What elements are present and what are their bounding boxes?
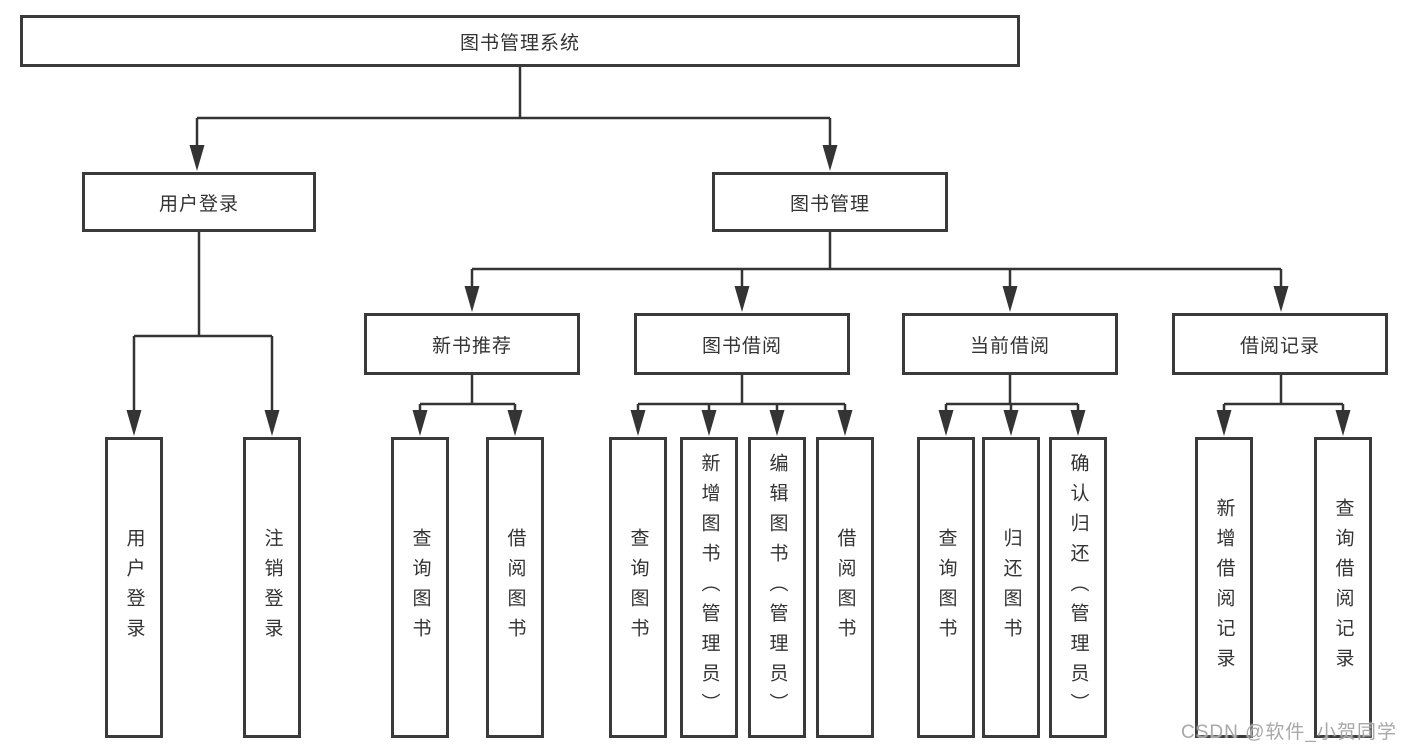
leaf-return-books-label: 归还图书 [1000,527,1022,648]
node-borrow-records: 借阅记录 [1172,313,1388,375]
leaf-query-books-recommend: 查询图书 [391,437,449,738]
leaf-borrow-books: 借阅图书 [816,437,874,738]
leaf-edit-books-admin-label: 编辑图书（管理员） [766,452,788,723]
node-root-label: 图书管理系统 [459,32,580,54]
node-current-borrow-label: 当前借阅 [969,335,1050,357]
node-book-borrow-label: 图书借阅 [701,335,782,357]
leaf-edit-books-admin: 编辑图书（管理员） [748,437,806,738]
leaf-query-books-current-label: 查询图书 [935,527,957,648]
leaf-borrow-books-recommend: 借阅图书 [486,437,544,738]
leaf-query-borrow-record-label: 查询借阅记录 [1332,497,1354,678]
leaf-add-borrow-record-label: 新增借阅记录 [1213,497,1235,678]
leaf-borrow-books-label: 借阅图书 [834,527,856,648]
leaf-confirm-return-admin: 确认归还（管理员） [1049,437,1107,738]
leaf-confirm-return-admin-label: 确认归还（管理员） [1067,452,1089,723]
leaf-query-books-recommend-label: 查询图书 [409,527,431,648]
node-current-borrow: 当前借阅 [902,313,1118,375]
leaf-logout-label: 注销登录 [261,527,283,648]
leaf-add-books-admin: 新增图书（管理员） [680,437,738,738]
node-book-borrow: 图书借阅 [634,313,850,375]
leaf-return-books: 归还图书 [982,437,1040,738]
node-user-login: 用户登录 [82,172,316,232]
leaf-borrow-books-recommend-label: 借阅图书 [504,527,526,648]
node-new-book-recommend-label: 新书推荐 [431,335,512,357]
leaf-add-books-admin-label: 新增图书（管理员） [698,452,720,723]
leaf-user-login: 用户登录 [105,437,163,738]
leaf-query-borrow-record: 查询借阅记录 [1314,437,1372,738]
leaf-query-books-borrow: 查询图书 [609,437,667,738]
node-new-book-recommend: 新书推荐 [364,313,580,375]
node-root: 图书管理系统 [20,15,1020,67]
leaf-user-login-label: 用户登录 [123,527,145,648]
node-book-management-label: 图书管理 [789,193,870,215]
node-book-management: 图书管理 [712,172,948,232]
leaf-add-borrow-record: 新增借阅记录 [1195,437,1253,738]
leaf-query-books-current: 查询图书 [917,437,975,738]
leaf-query-books-borrow-label: 查询图书 [627,527,649,648]
node-borrow-records-label: 借阅记录 [1239,335,1320,357]
node-user-login-label: 用户登录 [158,193,239,215]
leaf-logout: 注销登录 [243,437,301,738]
